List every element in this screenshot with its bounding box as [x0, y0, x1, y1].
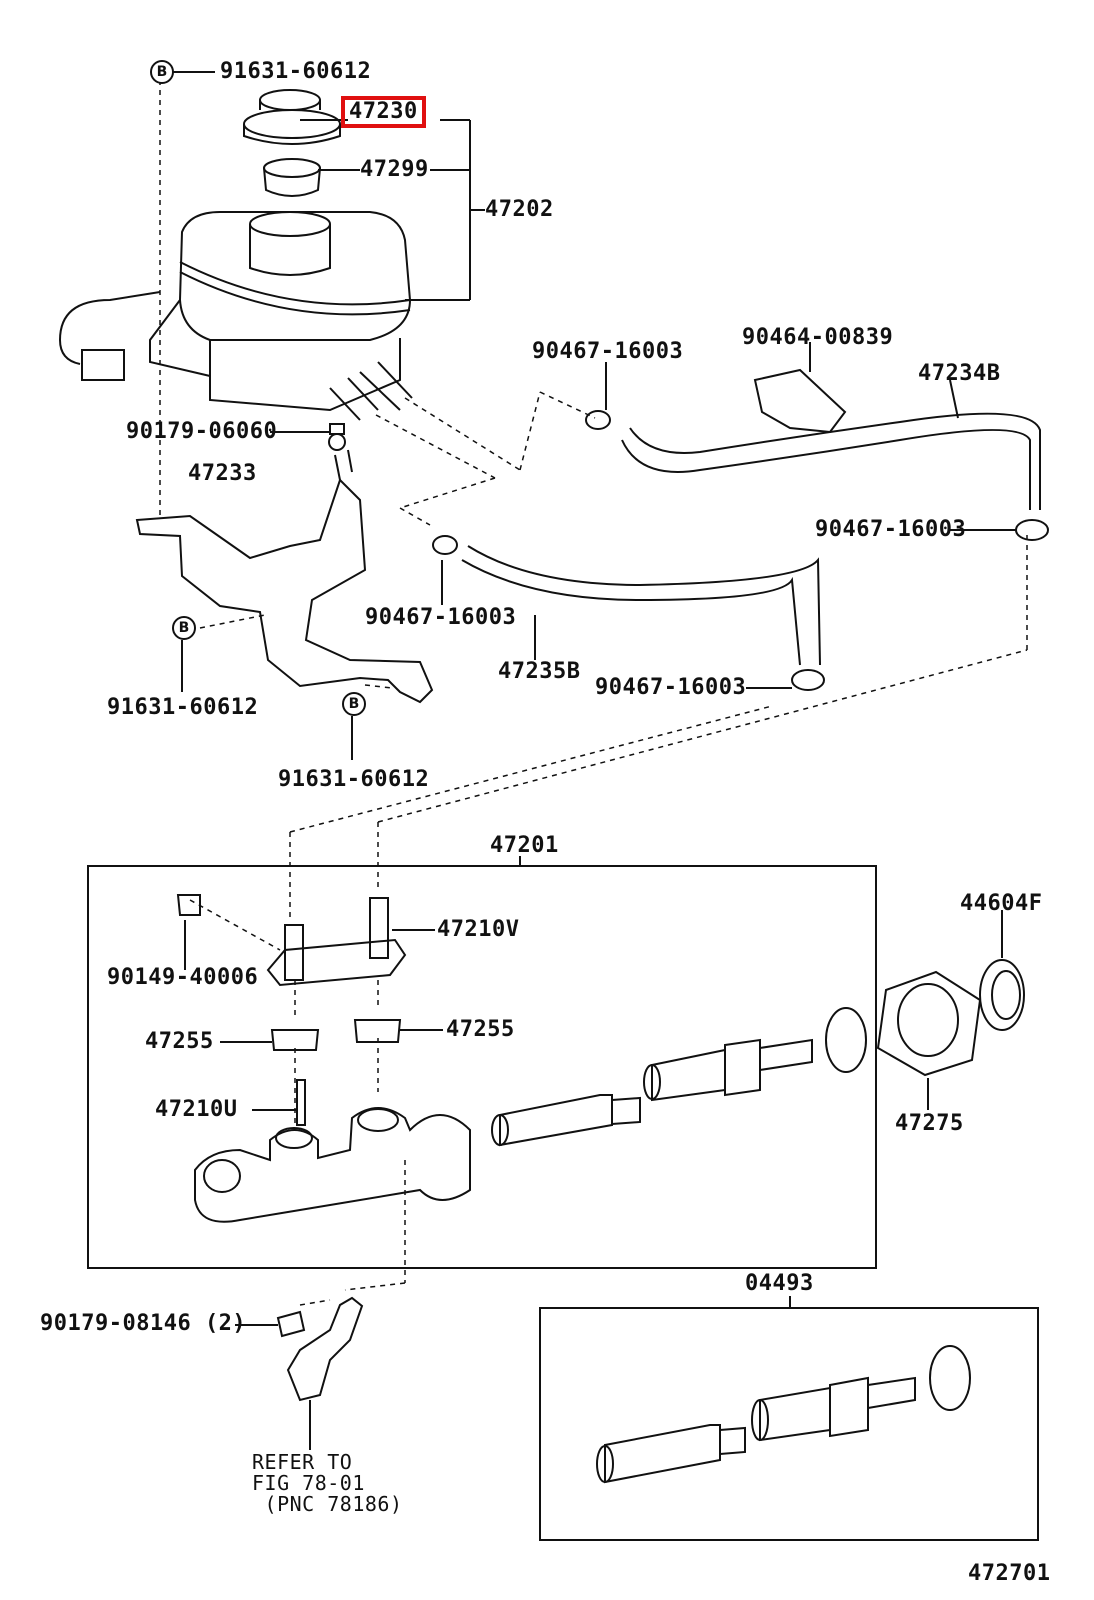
label-cylinder-assy: 47201	[490, 833, 559, 858]
label-hose-b: 47234B	[918, 361, 1001, 386]
label-nut-lower: 90179-08146 (2)	[40, 1311, 247, 1336]
label-bolt-bottom: 91631-60612	[278, 767, 430, 792]
label-clamp-c: 90467-16003	[365, 605, 517, 630]
label-grommet-left: 47255	[145, 1029, 214, 1054]
label-clip: 90464-00839	[742, 325, 894, 350]
label-pin: 47210U	[155, 1097, 238, 1122]
label-clamp-b: 90467-16003	[815, 517, 967, 542]
refer-note: REFER TO FIG 78-01 (PNC 78186)	[252, 1450, 403, 1516]
label-bolt-top: 91631-60612	[220, 59, 372, 84]
label-clamp-d: 90467-16003	[595, 675, 747, 700]
figure-number: 472701	[968, 1561, 1051, 1586]
bolt-b-marker-bottom: B	[342, 692, 366, 716]
label-reservoir-assy: 47202	[485, 197, 554, 222]
label-nut-upper: 90179-06060	[126, 419, 278, 444]
label-bolt-left: 91631-60612	[107, 695, 259, 720]
label-strainer: 47299	[360, 157, 429, 182]
label-seal: 44604F	[960, 891, 1043, 916]
label-gasket: 47275	[895, 1111, 964, 1136]
label-grommet-right: 47255	[446, 1017, 515, 1042]
label-clamp-a: 90467-16003	[532, 339, 684, 364]
label-cap-highlighted[interactable]: 47230	[341, 96, 426, 128]
label-screw: 90149-40006	[107, 965, 259, 990]
bolt-b-marker-top: B	[150, 60, 174, 84]
label-union: 47210V	[437, 917, 520, 942]
label-hose-a: 47235B	[498, 659, 581, 684]
label-bracket: 47233	[188, 461, 257, 486]
label-kit: 04493	[745, 1271, 814, 1296]
bolt-b-marker-left: B	[172, 616, 196, 640]
